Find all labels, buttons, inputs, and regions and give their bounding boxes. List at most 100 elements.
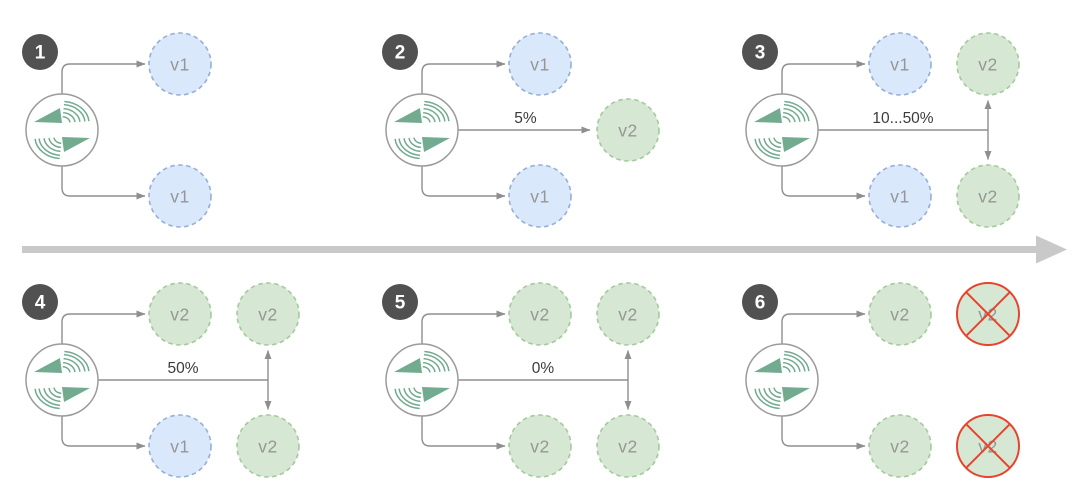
node-circle [868, 164, 932, 228]
route-arrow-top [781, 310, 866, 344]
traffic-percent-label: 5% [514, 110, 537, 127]
node-v1: v1 [508, 164, 572, 228]
route-arrow-top [421, 60, 506, 94]
timeline-line [22, 246, 1036, 253]
node-circle [236, 414, 300, 478]
node-circle [148, 32, 212, 96]
node-label: v1 [170, 437, 189, 457]
panel-step-1: v1 v1 1 [22, 32, 212, 228]
node-v2: v2 [596, 282, 660, 346]
node-label: v2 [258, 437, 277, 457]
node-circle [236, 282, 300, 346]
node-circle [868, 32, 932, 96]
route-arrow-top [781, 60, 866, 94]
node-label: v1 [890, 55, 909, 75]
node-v2: v2 [956, 32, 1020, 96]
node-label: v2 [978, 55, 997, 75]
node-label: v2 [170, 305, 189, 325]
timeline-arrow [22, 235, 1067, 264]
step-number: 1 [35, 43, 46, 64]
node-v2: v2 [596, 414, 660, 478]
node-label: v2 [890, 305, 909, 325]
step-number: 4 [35, 293, 46, 314]
step-badge: 6 [742, 284, 778, 320]
node-v2: v2 [148, 282, 212, 346]
traffic-percent-label: 0% [532, 360, 555, 377]
node-v2: v2 [868, 282, 932, 346]
node-circle [596, 98, 660, 162]
node-circle [508, 414, 572, 478]
node-label: v2 [618, 437, 637, 457]
node-label: v2 [618, 305, 637, 325]
node-v1: v1 [148, 32, 212, 96]
node-v1: v1 [868, 164, 932, 228]
route-arrow-bottom [61, 166, 146, 200]
traffic-router-icon [745, 343, 819, 417]
delete-cross-icon [965, 291, 1011, 337]
node-v1: v1 [148, 414, 212, 478]
route-arrow-bottom [781, 416, 866, 450]
panel-step-6: v2 v2 v2 v2 6 [742, 282, 1020, 478]
node-label: v2 [530, 437, 549, 457]
node-v1: v1 [148, 164, 212, 228]
node-v2: v2 [508, 282, 572, 346]
route-arrow-bottom [421, 416, 506, 450]
step-number: 6 [755, 293, 766, 314]
node-circle [508, 32, 572, 96]
step-badge: 1 [22, 34, 58, 70]
traffic-router-icon [385, 343, 459, 417]
traffic-percent-label: 50% [167, 360, 198, 377]
traffic-router-icon [25, 343, 99, 417]
node-circle [956, 164, 1020, 228]
node-v1: v1 [508, 32, 572, 96]
node-circle [596, 414, 660, 478]
step-badge: 3 [742, 34, 778, 70]
traffic-percent-label: 10...50% [872, 110, 933, 127]
node-v2: v2 [596, 98, 660, 162]
node-circle [868, 414, 932, 478]
node-label: v2 [978, 187, 997, 207]
node-label: v2 [258, 305, 277, 325]
node-v1: v1 [868, 32, 932, 96]
node-circle [956, 32, 1020, 96]
node-label: v1 [530, 187, 549, 207]
node-label: v2 [618, 121, 637, 141]
route-arrow-top [61, 60, 146, 94]
step-badge: 2 [382, 34, 418, 70]
node-circle [868, 282, 932, 346]
step-number: 3 [755, 43, 766, 64]
node-label: v1 [890, 187, 909, 207]
node-v2: v2 [236, 414, 300, 478]
node-label: v2 [890, 437, 909, 457]
node-v2: v2 [508, 414, 572, 478]
route-arrow-bottom [61, 416, 146, 450]
traffic-router-icon [745, 93, 819, 167]
node-circle [508, 164, 572, 228]
node-v2-deleted: v2 [956, 414, 1020, 478]
panel-step-2: 5% v1 v1 v2 2 [382, 32, 660, 228]
node-circle [148, 414, 212, 478]
panel-step-3: 10...50% v1 v1 v2 v2 3 [742, 32, 1020, 228]
panel-step-4: 50% v2 v1 v2 v2 4 [22, 282, 300, 478]
delete-cross-icon [965, 423, 1011, 469]
panel-step-5: 0% v2 v2 v2 v2 5 [382, 282, 660, 478]
node-label: v1 [170, 55, 189, 75]
node-v2-deleted: v2 [956, 282, 1020, 346]
node-circle [596, 282, 660, 346]
node-circle [148, 282, 212, 346]
timeline-arrowhead-icon [1036, 235, 1067, 264]
route-arrow-top [421, 310, 506, 344]
node-label: v1 [530, 55, 549, 75]
step-badge: 4 [22, 284, 58, 320]
node-v2: v2 [868, 414, 932, 478]
step-badge: 5 [382, 284, 418, 320]
node-label: v2 [530, 305, 549, 325]
route-arrow-bottom [781, 166, 866, 200]
node-v2: v2 [956, 164, 1020, 228]
step-number: 2 [395, 43, 406, 64]
route-arrow-bottom [421, 166, 506, 200]
route-arrow-top [61, 310, 146, 344]
node-label: v1 [170, 187, 189, 207]
